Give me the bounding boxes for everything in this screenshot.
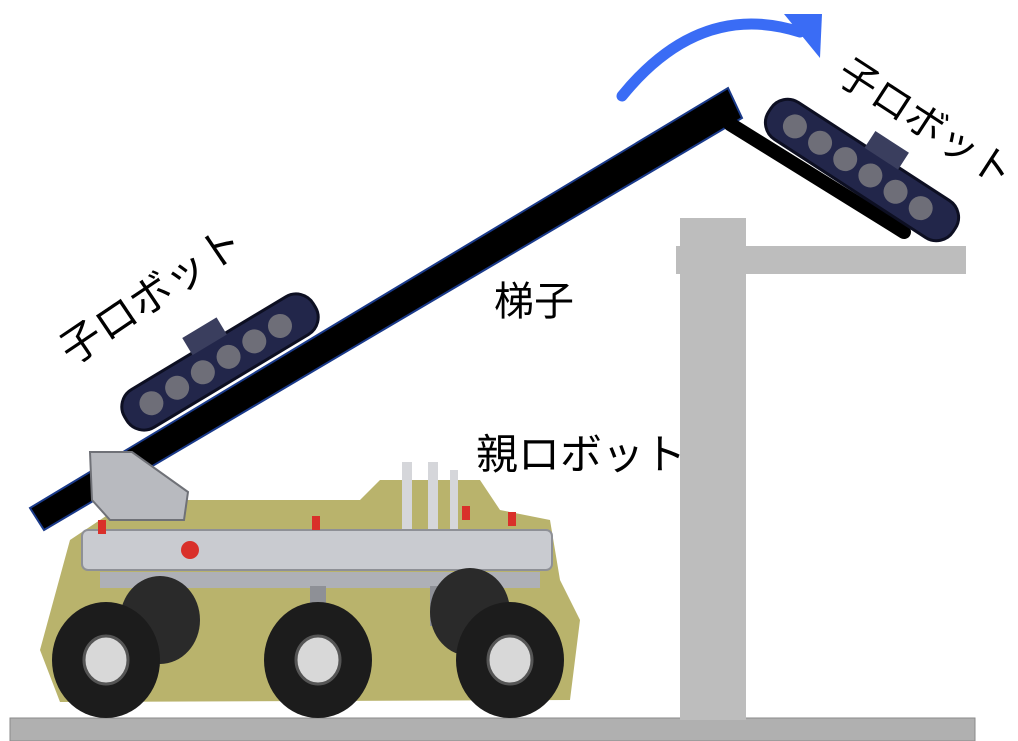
ladder xyxy=(28,86,911,532)
child-robot-on-platform xyxy=(763,97,961,243)
child-robot-on-ladder xyxy=(120,292,320,432)
support-shelf xyxy=(676,246,966,274)
transfer-arrow xyxy=(616,14,822,102)
support-structure xyxy=(676,218,966,720)
ground-floor xyxy=(9,717,976,741)
parent-robot-label: 親ロボット xyxy=(476,430,687,479)
parent-robot xyxy=(40,451,580,718)
parent-robot-wheel-front-right xyxy=(456,602,564,718)
support-column xyxy=(680,218,746,720)
parent-robot-wheel-front-left xyxy=(52,602,160,718)
ladder-label: 梯子 xyxy=(494,279,574,325)
parent-robot-wheel-front-middle xyxy=(264,602,372,718)
parent-robot-frame xyxy=(81,529,553,571)
